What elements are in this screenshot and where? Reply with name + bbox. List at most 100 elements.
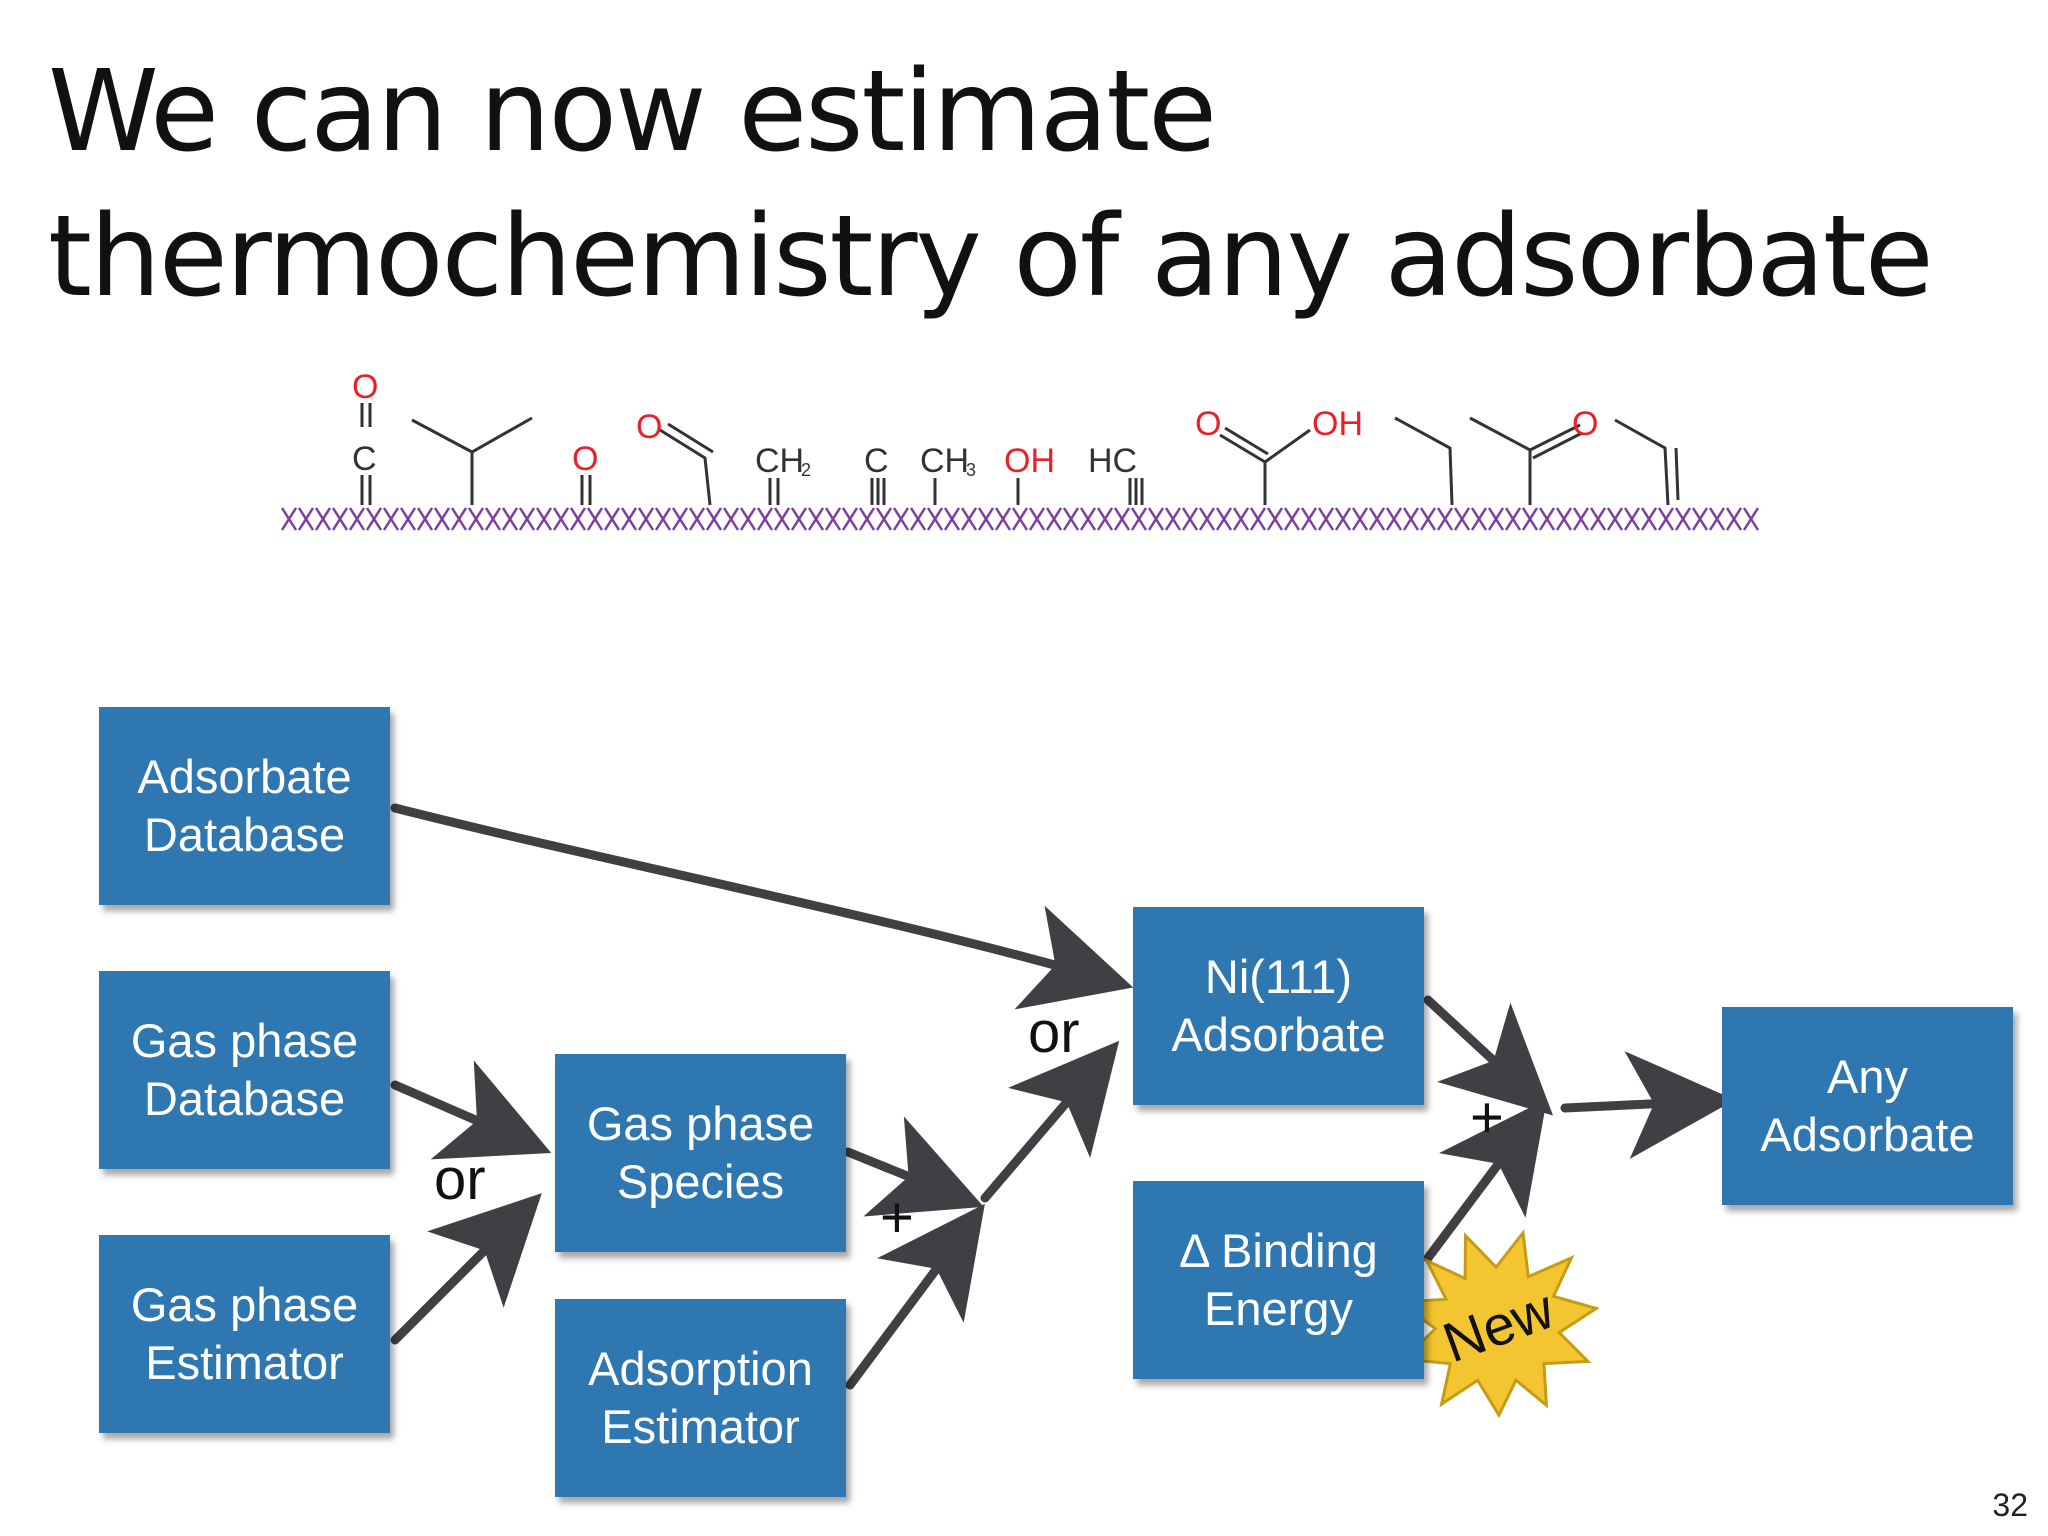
surface-cross <box>943 507 961 531</box>
surface-cross <box>1096 507 1114 531</box>
surface-cross <box>1657 507 1675 531</box>
surface-cross <box>297 507 315 531</box>
surface-cross <box>807 507 825 531</box>
any-adsorbate-label: Any Adsorbate <box>1760 1050 1975 1161</box>
surface-cross <box>450 507 468 531</box>
surface-cross <box>1504 507 1522 531</box>
surface-cross <box>1334 507 1352 531</box>
arrow-sum-to-any <box>1560 1051 1735 1159</box>
surface-cross <box>365 507 383 531</box>
surface-cross <box>586 507 604 531</box>
surface-cross <box>1215 507 1233 531</box>
operator-or-right: or <box>1028 1000 1080 1065</box>
ni111-adsorbate-label: Ni(111) Adsorbate <box>1171 950 1386 1061</box>
surface-cross <box>1742 507 1760 531</box>
surface-cross <box>1402 507 1420 531</box>
gas-phase-database-label: Gas phase Database <box>130 1014 359 1125</box>
surface-cross <box>1283 507 1301 531</box>
surface-cross <box>1232 507 1250 531</box>
surface-cross <box>722 507 740 531</box>
surface-cross <box>1725 507 1743 531</box>
surface-cross <box>535 507 553 531</box>
surface-cross <box>1470 507 1488 531</box>
surface-cross <box>1266 507 1284 531</box>
surface-cross <box>841 507 859 531</box>
surface-cross <box>1538 507 1556 531</box>
surface-cross <box>603 507 621 531</box>
surface-cross <box>960 507 978 531</box>
surface-cross <box>1368 507 1386 531</box>
surface-cross <box>1419 507 1437 531</box>
surface-cross <box>688 507 706 531</box>
surface-cross <box>1436 507 1454 531</box>
surface-cross <box>484 507 502 531</box>
surface-cross <box>739 507 757 531</box>
adsorbate-database-box: Adsorbate Database <box>99 707 390 905</box>
surface-cross <box>1453 507 1471 531</box>
surface-cross <box>1130 507 1148 531</box>
arrow-sum-to-ni111 <box>980 1040 1120 1203</box>
molecule-label: C <box>864 442 889 480</box>
surface-cross <box>773 507 791 531</box>
surface-cross <box>1113 507 1131 531</box>
surface-cross <box>1164 507 1182 531</box>
any-adsorbate-box: Any Adsorbate <box>1722 1007 2013 1205</box>
surface-cross <box>467 507 485 531</box>
adsorbate-molecules-strip: O C O O CH 2 C CH 3 OH HC O OH O <box>280 368 1760 531</box>
surface-cross <box>433 507 451 531</box>
slide-title: We can now estimate thermochemistry of a… <box>48 40 1934 330</box>
surface-cross <box>1691 507 1709 531</box>
surface-cross <box>1317 507 1335 531</box>
surface-cross <box>1045 507 1063 531</box>
molecule-label: O <box>1572 405 1598 443</box>
operator-plus-right: + <box>1470 1085 1504 1150</box>
page-number: 32 <box>1992 1487 2028 1523</box>
surface-cross <box>569 507 587 531</box>
molecule-label: O <box>352 368 378 406</box>
surface-cross <box>1062 507 1080 531</box>
arrow-adsorption-to-sum <box>845 1203 985 1390</box>
surface-cross <box>1572 507 1590 531</box>
title-line-1: We can now estimate <box>48 47 1217 177</box>
delta-binding-energy-label: Δ Binding Energy <box>1179 1224 1378 1335</box>
surface-cross <box>1640 507 1658 531</box>
gas-phase-species-label: Gas phase Species <box>586 1097 815 1208</box>
molecule-label: HC <box>1088 442 1137 480</box>
molecule-subscript: 2 <box>801 460 811 480</box>
operator-or-left: or <box>434 1147 486 1212</box>
ni111-adsorbate-box: Ni(111) Adsorbate <box>1133 907 1424 1105</box>
surface-cross <box>926 507 944 531</box>
arrow-gas-estimator-to-species <box>390 1193 542 1345</box>
surface-cross <box>518 507 536 531</box>
molecule-label: O <box>572 440 598 478</box>
surface-cross <box>416 507 434 531</box>
surface-cross <box>1674 507 1692 531</box>
surface-cross <box>1555 507 1573 531</box>
surface-cross <box>654 507 672 531</box>
surface-cross <box>1011 507 1029 531</box>
surface-cross <box>552 507 570 531</box>
surface-cross <box>399 507 417 531</box>
surface-cross <box>331 507 349 531</box>
surface-cross <box>1198 507 1216 531</box>
surface-cross <box>790 507 808 531</box>
surface-cross <box>994 507 1012 531</box>
surface-cross <box>1487 507 1505 531</box>
arrow-ni111-to-sum <box>1423 995 1554 1116</box>
arrow-binding-to-sum <box>1423 1098 1547 1263</box>
surface-cross <box>348 507 366 531</box>
surface-cross <box>1521 507 1539 531</box>
surface-cross <box>756 507 774 531</box>
surface-cross <box>620 507 638 531</box>
surface-cross <box>671 507 689 531</box>
adsorbate-database-label: Adsorbate Database <box>137 750 352 861</box>
molecule-label: OH <box>1312 405 1363 443</box>
operator-plus-middle: + <box>880 1185 914 1250</box>
gas-phase-database-box: Gas phase Database <box>99 971 390 1169</box>
delta-binding-energy-box: Δ Binding Energy <box>1133 1181 1424 1379</box>
arrow-gas-db-to-species <box>390 1060 552 1160</box>
surface-cross <box>280 507 298 531</box>
surface-cross <box>858 507 876 531</box>
gas-phase-estimator-box: Gas phase Estimator <box>99 1235 390 1433</box>
